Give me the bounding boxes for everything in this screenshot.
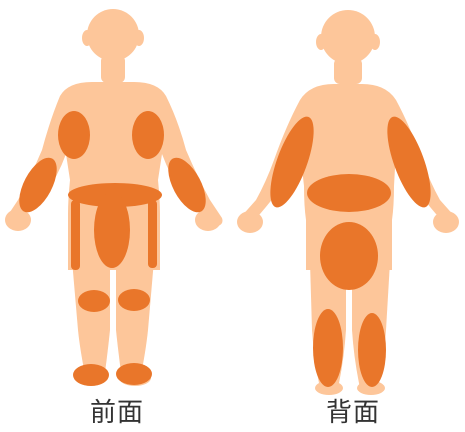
back-figure-label: 背面 — [293, 398, 413, 428]
front-thigh-region — [94, 192, 130, 268]
front-figure-label: 前面 — [57, 398, 177, 428]
front-body-figure — [5, 9, 223, 386]
back-body-figure — [237, 10, 459, 395]
front-left-outer-thigh-region — [71, 200, 80, 270]
back-buttocks-region — [320, 222, 378, 290]
front-left-chest-region — [58, 111, 90, 159]
front-right-outer-thigh-region — [148, 200, 157, 268]
back-lower-back-region — [307, 174, 391, 212]
front-right-foot-region — [116, 363, 152, 385]
front-left-foot-region — [73, 364, 109, 386]
front-right-chest-region — [132, 111, 164, 159]
front-right-knee-region — [118, 289, 150, 311]
back-right-calf-region — [358, 313, 386, 387]
back-left-calf-region — [313, 309, 343, 387]
front-left-knee-region — [78, 290, 110, 312]
